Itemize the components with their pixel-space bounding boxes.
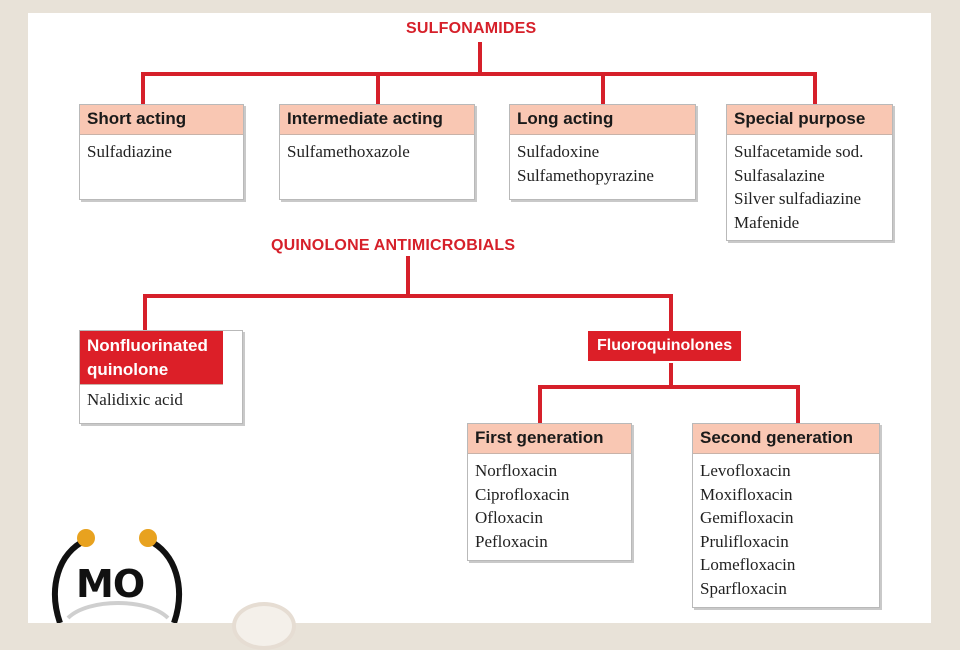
stethoscope-chestpiece-icon (232, 602, 296, 650)
list-item: Mafenide (734, 212, 800, 232)
short-acting-header: Short acting (80, 105, 243, 135)
list-item: Sulfadoxine (517, 142, 600, 161)
first-generation-header: First generation (468, 424, 631, 454)
logo-text: MO (76, 562, 145, 606)
list-item: Sulfasalazine (734, 165, 825, 185)
second-generation-box: Second generation Levofloxacin Moxifloxa… (692, 423, 880, 608)
list-item: Sulfacetamide sod. (734, 142, 864, 161)
list-item: Gemifloxacin (700, 508, 794, 527)
list-item: Pefloxacin (475, 531, 548, 551)
list-item: Moxifloxacin (700, 484, 793, 504)
nonfluorinated-box: Nonfluorinated quinolone Nalidixic acid (79, 330, 243, 424)
quinolones-title: QUINOLONE ANTIMICROBIALS (271, 237, 516, 254)
list-item: Norfloxacin (475, 461, 558, 480)
first-generation-box: First generation Norfloxacin Ciprofloxac… (467, 423, 632, 561)
list-item: Sparfloxacin (700, 578, 787, 598)
list-item: Ciprofloxacin (475, 484, 570, 504)
list-item: Sulfamethoxazole (287, 142, 410, 161)
second-generation-header: Second generation (693, 424, 879, 454)
intermediate-acting-box: Intermediate acting Sulfamethoxazole (279, 104, 475, 200)
list-item: Nalidixic acid (87, 390, 183, 409)
intermediate-acting-header: Intermediate acting (280, 105, 474, 135)
long-acting-header: Long acting (510, 105, 695, 135)
sulfonamides-title: SULFONAMIDES (406, 20, 537, 37)
nonfluorinated-header: Nonfluorinated quinolone (80, 331, 223, 385)
list-item: Lomefloxacin (700, 555, 796, 574)
short-acting-box: Short acting Sulfadiazine (79, 104, 244, 200)
list-item: Levofloxacin (700, 461, 791, 480)
stethoscope-logo-icon (52, 529, 182, 623)
list-item: Ofloxacin (475, 508, 543, 527)
connector-lines (141, 42, 817, 425)
list-item: Sulfamethopyrazine (517, 165, 654, 185)
fluoroquinolones-label: Fluoroquinolones (588, 331, 742, 361)
long-acting-box: Long acting Sulfadoxine Sulfamethopyrazi… (509, 104, 696, 200)
special-purpose-header: Special purpose (727, 105, 892, 135)
list-item: Silver sulfadiazine (734, 189, 861, 208)
special-purpose-box: Special purpose Sulfacetamide sod. Sulfa… (726, 104, 893, 241)
list-item: Sulfadiazine (87, 142, 172, 161)
list-item: Prulifloxacin (700, 531, 789, 551)
